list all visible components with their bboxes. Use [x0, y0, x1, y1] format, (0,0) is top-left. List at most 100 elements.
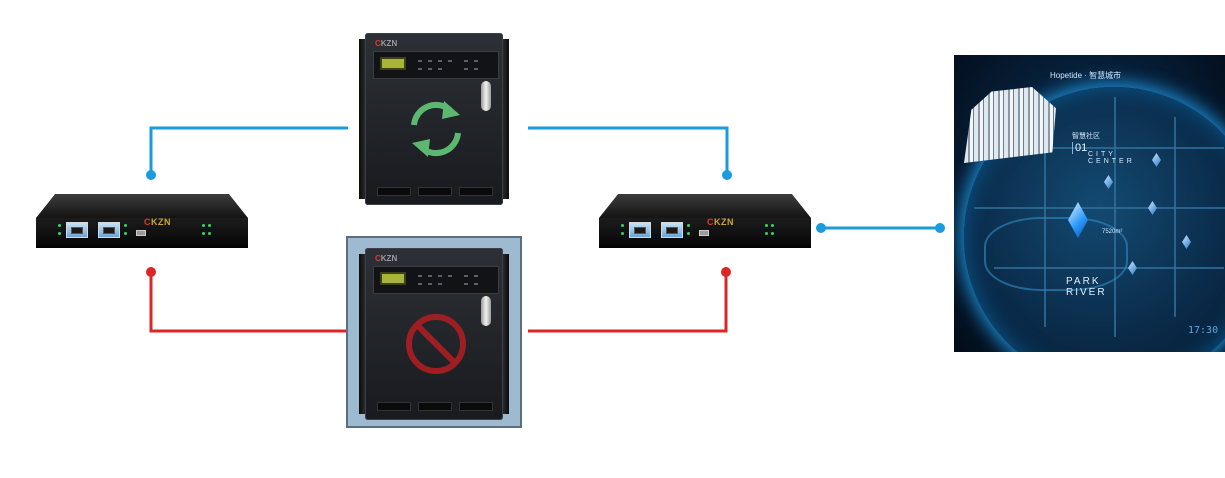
connector-dot [722, 170, 732, 180]
status-led-icon [58, 232, 61, 235]
indicator-icon [464, 275, 468, 277]
status-led-icon [765, 232, 768, 235]
map-road [984, 147, 1224, 149]
indicator-icon [428, 68, 432, 70]
location-marker-icon [1148, 201, 1157, 215]
location-marker-icon [1128, 261, 1137, 275]
map-road [1174, 117, 1176, 317]
indicator-icon [428, 283, 432, 285]
status-led-icon [621, 224, 624, 227]
cabinet-handle-icon [481, 296, 491, 326]
indicator-icon [464, 60, 468, 62]
status-led-icon [208, 232, 211, 235]
connector-dot [935, 223, 945, 233]
indicator-icon [438, 60, 442, 62]
usb-port-icon [136, 230, 146, 236]
failed-link-right [528, 272, 728, 333]
cabinet-vent [459, 402, 493, 411]
indicator-icon [438, 283, 442, 285]
cabinet-control-panel [373, 266, 499, 294]
cabinet-brand-logo: CKZN [375, 39, 398, 48]
fiber-port-icon [98, 222, 120, 238]
status-led-icon [208, 224, 211, 227]
left-fiber-converter: CKZN [36, 194, 248, 248]
park-river-label: PARK RIVER [1066, 276, 1107, 298]
status-led-icon [687, 232, 690, 235]
status-led-icon [687, 224, 690, 227]
converter-front-panel: CKZN [599, 217, 811, 248]
lcd-display-icon [380, 57, 406, 70]
indicator-icon [464, 283, 468, 285]
prohibited-icon [406, 314, 466, 374]
location-marker-icon [1152, 153, 1161, 167]
cabinet-brand-logo: CKZN [375, 254, 398, 263]
indicator-icon [418, 275, 422, 277]
status-led-icon [124, 224, 127, 227]
city-screen-title: Hopetide · 智慧城市 [1050, 71, 1122, 80]
converter-chassis-top [599, 194, 811, 218]
usb-port-icon [699, 230, 709, 236]
converter-front-panel: CKZN [36, 217, 248, 248]
indicator-icon [428, 60, 432, 62]
cabinet-vent [377, 402, 411, 411]
status-led-icon [58, 224, 61, 227]
indicator-icon [438, 68, 442, 70]
active-link-right [528, 126, 729, 175]
fiber-port-icon [661, 222, 683, 238]
indicator-icon [464, 68, 468, 70]
status-led-icon [202, 232, 205, 235]
area-value: 7520m² [1102, 229, 1123, 235]
failed-link-left [149, 272, 346, 333]
indicator-icon [418, 68, 422, 70]
city-buildings [964, 87, 1056, 163]
fiber-port-icon [66, 222, 88, 238]
primary-cabinet: CKZN [359, 33, 509, 205]
sync-arrows-icon [411, 101, 461, 157]
indicator-icon [418, 60, 422, 62]
smart-city-display: Hopetide · 智慧城市 智慧社区 01 CITY CENTER 7520… [954, 55, 1225, 352]
indicator-icon [418, 283, 422, 285]
status-led-icon [202, 224, 205, 227]
indicator-icon [474, 283, 478, 285]
cabinet-vent [418, 187, 452, 196]
cabinet-control-panel [373, 51, 499, 79]
location-crystal-icon [1068, 202, 1088, 238]
status-led-icon [124, 232, 127, 235]
district-number: 01 [1072, 142, 1087, 154]
indicator-icon [438, 275, 442, 277]
connector-dot [146, 170, 156, 180]
city-clock: 17:30 [1188, 325, 1219, 336]
converter-chassis-top [36, 194, 248, 218]
status-led-icon [765, 224, 768, 227]
indicator-icon [474, 60, 478, 62]
indicator-icon [428, 275, 432, 277]
location-marker-icon [1104, 175, 1113, 189]
city-center-label: CITY CENTER [1088, 151, 1135, 165]
map-river [984, 217, 1128, 291]
cabinet-vent [418, 402, 452, 411]
cabinet-handle-icon [481, 81, 491, 111]
right-fiber-converter: CKZN [599, 194, 811, 248]
cabinet-body: CKZN [365, 33, 503, 205]
active-link-left [149, 126, 348, 175]
location-marker-icon [1182, 235, 1191, 249]
connector-dot [146, 267, 156, 277]
status-led-icon [621, 232, 624, 235]
indicator-icon [474, 275, 478, 277]
status-led-icon [771, 232, 774, 235]
fiber-port-icon [629, 222, 651, 238]
cabinet-body: CKZN [365, 248, 503, 420]
cabinet-vent [377, 187, 411, 196]
indicator-icon [448, 60, 452, 62]
map-road [974, 207, 1225, 209]
converter-brand-logo: CKZN [707, 217, 734, 227]
connector-dot [816, 223, 826, 233]
indicator-icon [448, 275, 452, 277]
map-road [1114, 97, 1116, 337]
indicator-icon [474, 68, 478, 70]
status-led-icon [771, 224, 774, 227]
district-label: 智慧社区 [1072, 133, 1100, 140]
lcd-display-icon [380, 272, 406, 285]
cabinet-vent [459, 187, 493, 196]
